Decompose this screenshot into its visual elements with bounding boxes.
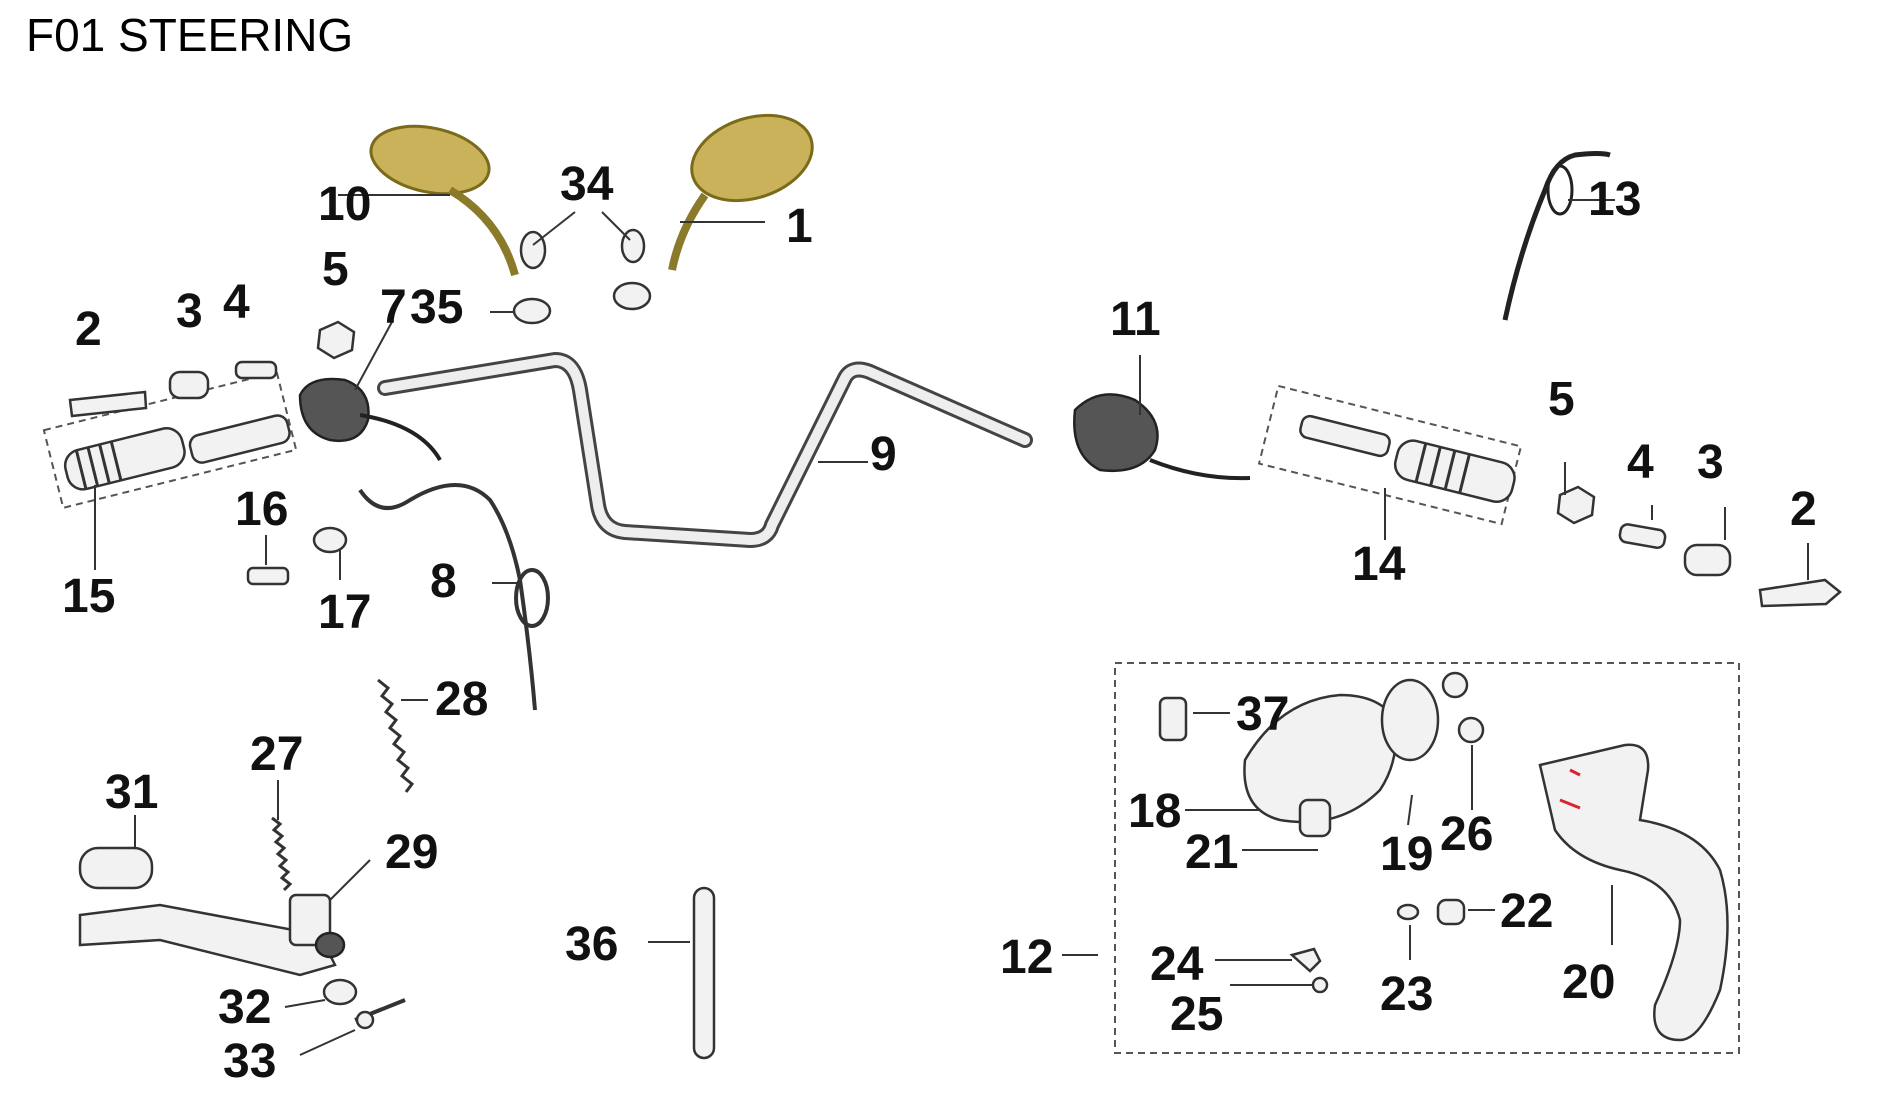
label-3-right: 3 <box>1697 436 1724 489</box>
label-28: 28 <box>435 673 488 726</box>
mirror-right <box>668 113 814 271</box>
label-17: 17 <box>318 586 371 639</box>
label-10: 10 <box>318 178 371 231</box>
label-14: 14 <box>1352 538 1406 591</box>
label-15: 15 <box>62 570 115 623</box>
label-31: 31 <box>105 766 158 819</box>
label-5-left: 5 <box>322 243 349 296</box>
label-2-left: 2 <box>75 303 102 356</box>
cap-31 <box>78 846 154 890</box>
washer-32 <box>322 978 358 1006</box>
label-8: 8 <box>430 555 457 608</box>
label-3-left: 3 <box>176 285 203 338</box>
label-37: 37 <box>1236 688 1289 741</box>
kick-lever <box>78 893 346 977</box>
right-nut <box>1556 485 1596 525</box>
left-grip-group <box>42 370 298 510</box>
label-9: 9 <box>870 428 897 481</box>
nut-25 <box>1311 976 1329 994</box>
pivot-22 <box>1436 898 1466 926</box>
label-4-left: 4 <box>223 276 250 329</box>
left-weight <box>168 370 210 400</box>
left-bar-end-bolt <box>68 390 148 418</box>
label-22: 22 <box>1500 885 1553 938</box>
label-24: 24 <box>1150 938 1204 991</box>
label-4-right: 4 <box>1627 436 1654 489</box>
left-spacer <box>234 360 278 380</box>
right-grip-group <box>1257 384 1523 526</box>
label-34: 34 <box>560 158 614 211</box>
right-spacer <box>1618 523 1667 549</box>
label-21: 21 <box>1185 826 1238 879</box>
label-29: 29 <box>385 826 438 879</box>
mirror-nuts <box>512 228 652 325</box>
label-35: 35 <box>410 281 463 334</box>
left-nut <box>316 320 356 360</box>
label-2-right: 2 <box>1790 483 1817 536</box>
handlebar <box>377 351 1033 549</box>
sensor-37 <box>1158 696 1188 742</box>
diagram-title: F01 STEERING <box>26 9 354 61</box>
spring-28 <box>377 678 415 793</box>
nut-26 <box>1457 716 1485 744</box>
label-5-right: 5 <box>1548 373 1575 426</box>
right-weight <box>1683 543 1732 577</box>
label-32: 32 <box>218 981 271 1034</box>
label-23: 23 <box>1380 968 1433 1021</box>
label-25: 25 <box>1170 988 1223 1041</box>
label-16: 16 <box>235 483 288 536</box>
brake-cable-left <box>358 483 537 711</box>
left-switch <box>298 377 442 462</box>
brake-assembly-box <box>1114 662 1740 1054</box>
spring-27 <box>271 816 293 892</box>
label-18: 18 <box>1128 785 1181 838</box>
leader-lines <box>94 194 1809 1056</box>
master-cylinder <box>1243 678 1440 838</box>
right-bar-end-bolt <box>1758 578 1842 608</box>
screw-24 <box>1289 947 1322 973</box>
label-7: 7 <box>380 281 407 334</box>
washer-17 <box>312 526 348 554</box>
label-36: 36 <box>565 918 618 971</box>
label-26: 26 <box>1440 808 1493 861</box>
callout-labels: 10 34 1 2 3 4 5 7 35 11 9 8 13 14 5 4 3 … <box>62 158 1817 1088</box>
mirror-left <box>369 124 519 277</box>
bolt-16 <box>246 566 290 586</box>
label-19: 19 <box>1380 828 1433 881</box>
rod-36 <box>692 886 716 1060</box>
label-1: 1 <box>786 200 813 253</box>
nut-19 <box>1441 671 1469 699</box>
label-11: 11 <box>1110 293 1161 346</box>
label-33: 33 <box>223 1035 276 1088</box>
label-13: 13 <box>1588 173 1641 226</box>
right-switch <box>1073 393 1251 481</box>
washer-23 <box>1396 903 1420 921</box>
label-12: 12 <box>1000 931 1053 984</box>
label-20: 20 <box>1562 956 1615 1009</box>
label-27: 27 <box>250 728 303 781</box>
brake-lever-20 <box>1538 743 1729 1042</box>
